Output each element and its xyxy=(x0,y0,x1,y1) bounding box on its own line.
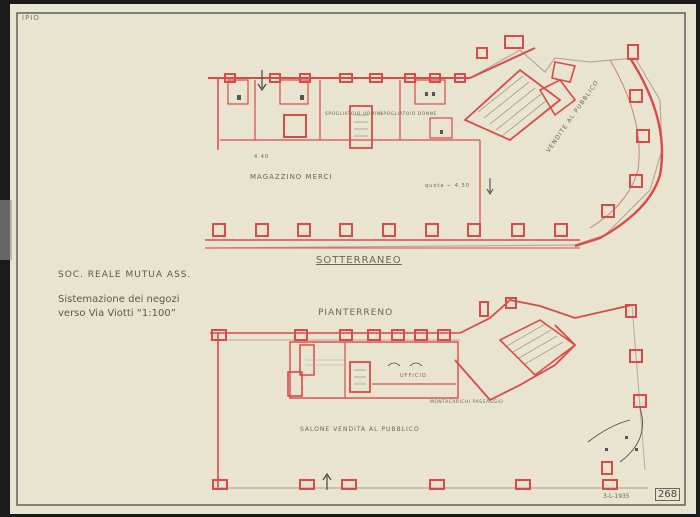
ground-doors xyxy=(387,362,643,463)
ground-title: PIANTERRENO xyxy=(318,308,394,318)
basement-fixtures xyxy=(237,92,443,134)
basement-pillars xyxy=(212,223,568,237)
entrance-arrow-icon xyxy=(257,70,267,92)
ground-floor-plan xyxy=(210,297,648,490)
label-spogliatoio-donne: SPOGLIATOIO DONNE xyxy=(380,112,437,117)
label-spogliatoio-uomini: SPOGLIATOIO UOMINI xyxy=(325,112,383,117)
basement-title: SOTTERRANEO xyxy=(316,255,402,266)
scanner-strip xyxy=(0,200,12,260)
ground-entrance-arrow-icon xyxy=(322,472,332,490)
basement-plan xyxy=(205,35,664,249)
sheet-border xyxy=(16,12,686,506)
drawing-date: 3-L-1935 xyxy=(603,493,630,500)
label-magazzino-merci: MAGAZZINO MERCI xyxy=(250,173,333,181)
ground-stairs xyxy=(305,323,564,385)
title-block-line2: Sistemazione dei negozi xyxy=(58,294,180,305)
title-block-line3: verso Via Viotti “1:100” xyxy=(58,308,176,319)
level-arrow-icon xyxy=(486,178,494,195)
corner-label: IPIO xyxy=(22,14,40,22)
sheet-number: 268 xyxy=(655,488,681,501)
label-ufficio: UFFICIO xyxy=(400,373,427,379)
title-block-line1: SOC. REALE MUTUA ASS. xyxy=(58,270,192,280)
ground-pillars xyxy=(212,479,618,490)
dimension-label: 4.40 xyxy=(254,154,270,160)
label-salone-vendita: SALONE VENDITA AL PUBBLICO xyxy=(300,426,420,433)
entrance-markers xyxy=(605,436,638,451)
level-label: quota − 4.50 xyxy=(425,183,470,189)
basement-stairs xyxy=(354,75,548,137)
paper-sheet xyxy=(10,4,696,514)
label-montacarichi: MONTACARICHI PASSAGGIO xyxy=(430,400,504,405)
